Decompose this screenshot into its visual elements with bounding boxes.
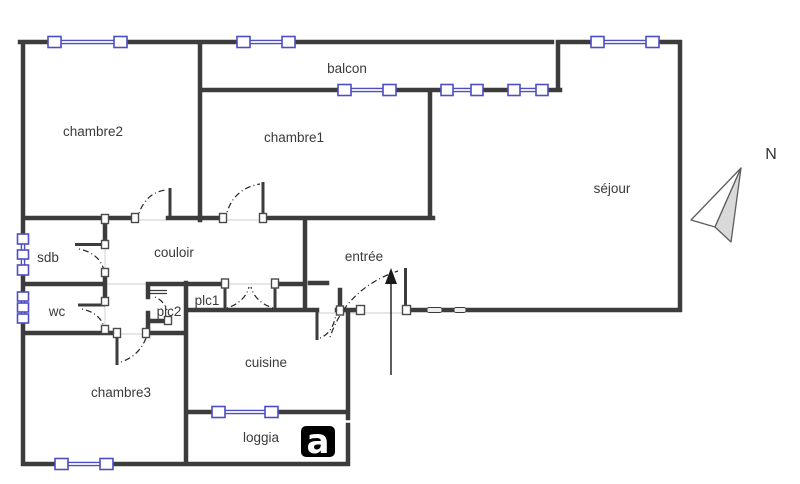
room-label-chambre3: chambre3: [91, 385, 151, 400]
room-label-loggia: loggia: [243, 430, 280, 445]
room-label-couloir: couloir: [154, 245, 194, 260]
labels-layer: chambre2 balcon chambre1 séjour sdb coul…: [37, 61, 631, 445]
windows-layer: [16, 35, 660, 471]
window-sejour-balcon-1: [440, 83, 484, 97]
window-loggia-top: [211, 405, 279, 419]
logo-letter: a: [307, 422, 330, 462]
window-chambre1-balcon: [337, 83, 397, 97]
door-arcs-layer: [78, 183, 399, 363]
window-chambre3-bottom: [54, 457, 114, 471]
wall-marks: [426, 307, 467, 313]
door-posts-layer: [100, 212, 412, 339]
entrance-arrow-icon: [385, 268, 397, 375]
window-sdb-left: [16, 233, 30, 276]
room-label-balcon: balcon: [327, 61, 367, 76]
north-arrow-icon: N: [690, 146, 777, 243]
window-wc-left: [16, 291, 30, 324]
window-chambre2-top: [47, 35, 128, 49]
room-label-wc: wc: [48, 304, 66, 319]
doors-layer: [75, 182, 407, 365]
walls-layer: [17, 39, 683, 467]
room-label-entree: entrée: [345, 249, 383, 264]
room-label-plc1: plc1: [195, 293, 220, 308]
room-label-chambre1: chambre1: [264, 130, 324, 145]
room-label-chambre2: chambre2: [63, 124, 123, 139]
north-label: N: [765, 146, 777, 163]
window-sejour-balcon-2: [507, 83, 549, 97]
room-label-cuisine: cuisine: [245, 355, 287, 370]
room-label-plc2: plc2: [157, 304, 182, 319]
window-sejour-top: [590, 35, 660, 49]
room-label-sdb: sdb: [37, 250, 59, 265]
room-label-sejour: séjour: [594, 181, 631, 196]
window-balcon-top: [236, 35, 296, 49]
logo-background: [301, 426, 335, 457]
logo-a: a: [301, 422, 335, 462]
